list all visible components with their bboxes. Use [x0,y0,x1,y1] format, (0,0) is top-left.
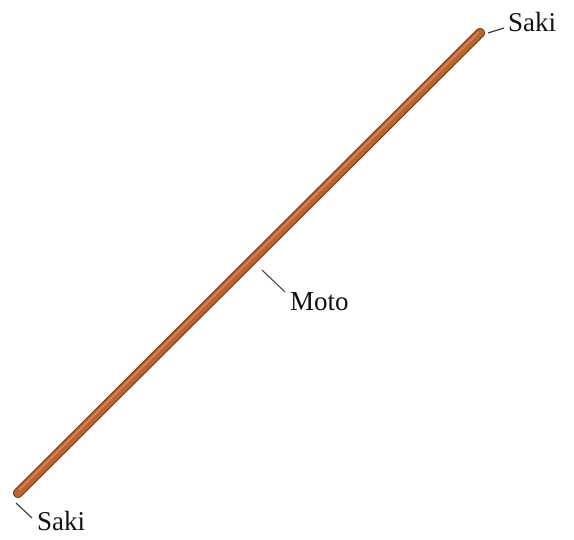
bottom-saki-leader [16,503,32,518]
moto-leader [262,270,285,292]
moto-label: Moto [290,288,349,315]
staff-body [18,33,480,493]
staff-highlight [20,33,478,489]
top-saki-leader [488,28,504,33]
bottom-saki-label: Saki [37,508,85,535]
top-saki-label: Saki [508,9,556,36]
